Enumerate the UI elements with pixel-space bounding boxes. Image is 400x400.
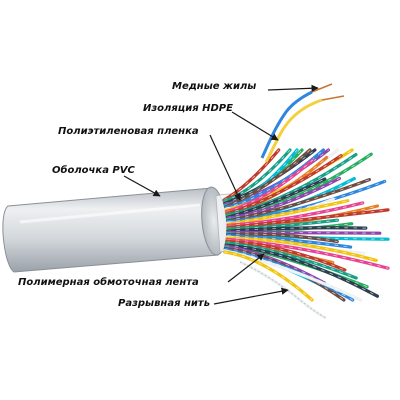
rip-cord [239, 260, 327, 320]
leader-arrows [123, 84, 319, 305]
wire-stripe [225, 243, 368, 288]
insulated-wire [225, 236, 378, 262]
wire-stripe [227, 233, 338, 242]
wire-stripe [223, 149, 291, 202]
wire-stripe [223, 149, 280, 201]
insulated-wire [225, 237, 390, 270]
wire-stripe [227, 235, 351, 248]
insulated-wire [225, 154, 343, 216]
wire-stripe [226, 153, 372, 217]
wire-stripe [225, 245, 325, 284]
wire-stripe [224, 250, 362, 301]
label-pvc-jacket: Оболочка PVC [52, 165, 135, 176]
wire-stripe [227, 202, 364, 226]
copper-conductor-2 [321, 95, 345, 101]
wire-stripe [227, 178, 340, 219]
pvc-jacket [2, 186, 227, 273]
label-polymer-wrap-tape: Полимерная обмоточная лента [18, 277, 199, 288]
wire-stripe [227, 200, 349, 225]
insulated-wire [226, 208, 390, 230]
arrow-wrap [227, 253, 265, 283]
wire-bundle [222, 148, 390, 302]
wire-stripe [224, 149, 303, 203]
wire-stripe [227, 223, 353, 232]
wire-stripe [226, 154, 357, 216]
arrow-film [209, 134, 241, 201]
wire-stripe [225, 149, 311, 208]
arrow-ripcord [213, 287, 289, 305]
label-copper-conductors: Медные жилы [172, 81, 257, 92]
wire-stripe [224, 251, 313, 301]
insulated-wire [226, 179, 387, 224]
wire-stripe [227, 236, 364, 254]
wire-stripe [227, 178, 326, 218]
wire-stripe [224, 248, 345, 301]
wire-stripe [227, 219, 338, 230]
label-hdpe-insulation: Изоляция HDPE [143, 103, 233, 114]
wire-stripe [227, 179, 370, 222]
wire-stripe [227, 232, 381, 234]
arrow-hdpe [231, 111, 279, 141]
wire-stripe [225, 244, 378, 297]
wire-stripe [226, 242, 357, 279]
wire-stripe [227, 227, 367, 232]
label-polyethylene-film: Полиэтиленовая пленка [58, 126, 199, 137]
wire-stripe [227, 178, 355, 220]
wire-stripe [226, 159, 313, 212]
wire-stripe [226, 241, 346, 271]
arrow-jacket [123, 175, 161, 197]
label-rip-cord: Разрывная нить [118, 298, 211, 309]
arrow-copper [267, 84, 319, 92]
